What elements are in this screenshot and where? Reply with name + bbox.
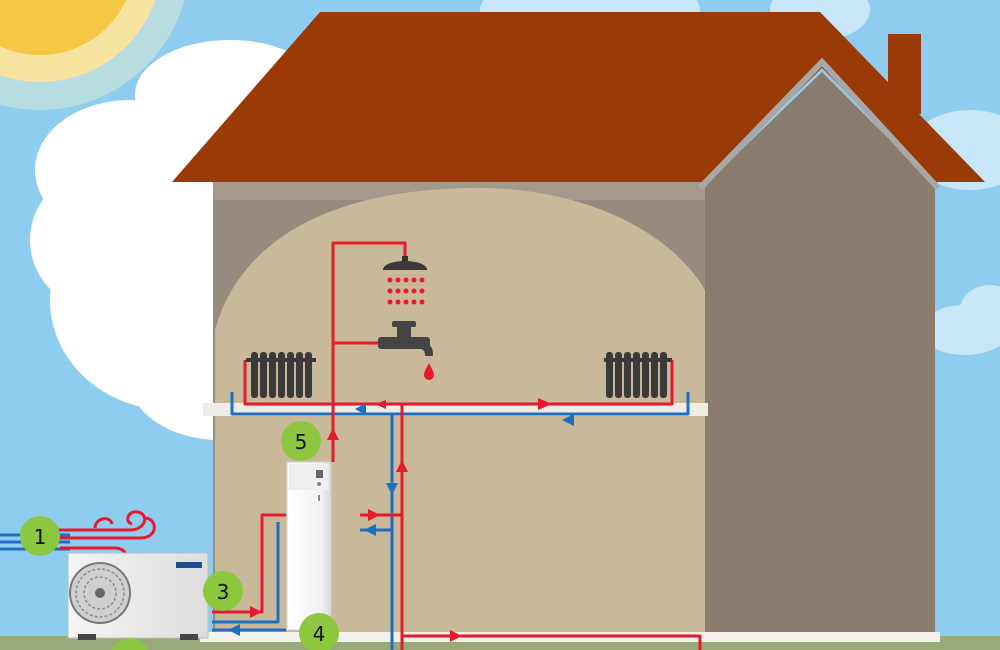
badge-label: 3 <box>217 580 230 604</box>
indoor-tank-unit-icon <box>286 461 332 631</box>
sun-icon <box>0 0 185 110</box>
badge-1: 1 <box>20 516 60 556</box>
water-drop-icon <box>424 363 434 380</box>
badge-label: 5 <box>295 430 308 454</box>
badge-label: 1 <box>34 525 47 549</box>
fan-icon <box>69 562 131 624</box>
badge-5: 5 <box>281 421 321 461</box>
flow-arrow-icon <box>228 398 574 642</box>
heat-pump-outdoor-unit-icon <box>67 552 209 640</box>
shower-icon <box>383 256 427 270</box>
badge-4: 4 <box>299 613 339 650</box>
badge-3: 3 <box>203 571 243 611</box>
pipe-network <box>212 241 702 650</box>
house-side-wall <box>705 72 935 636</box>
radiator-icon <box>246 352 316 398</box>
tap-icon <box>378 321 433 356</box>
badge-2: 2 <box>111 638 149 650</box>
radiator-icon <box>604 352 672 398</box>
roof <box>172 12 985 182</box>
badge-label: 4 <box>313 622 326 646</box>
water-drop-icon <box>387 277 425 305</box>
badge-label: 2 <box>124 647 137 650</box>
